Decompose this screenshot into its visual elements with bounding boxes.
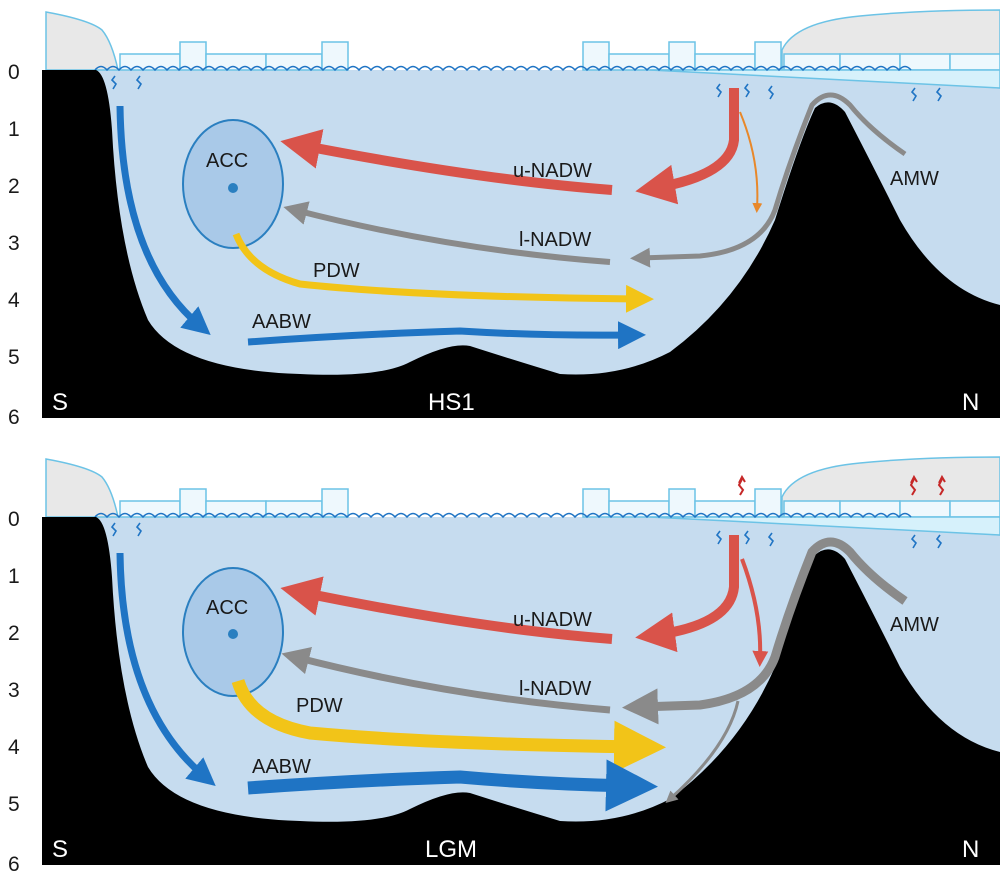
depth-tick: 5 [8,793,20,816]
amw-label: AMW [890,168,939,190]
aabw-label: AABW [252,756,311,778]
pdw-label: PDW [296,695,343,717]
amw-l-nadw-arrow [622,537,908,725]
mixing-arrow [740,558,769,667]
depth-axis-bottom: 0 1 2 3 4 5 6 [8,508,20,876]
mixing-arrow [739,111,763,213]
depth-tick: 4 [8,289,20,312]
aabw-arrow [247,759,658,812]
north-label: N [962,836,979,863]
l-nadw-label: l-NADW [519,229,591,251]
acc-label: ACC [206,597,248,619]
pdw-arrow [231,678,666,773]
panel-title: HS1 [428,389,475,416]
north-label: N [962,389,979,416]
u-nadw-sink-arrow [635,88,739,205]
u-nadw-arrow [280,576,613,644]
aabw-sink-arrow [116,105,211,336]
aabw-label: AABW [252,311,311,333]
depth-tick: 1 [8,565,20,588]
u-nadw-sink-arrow [635,535,739,653]
panel-lgm: ACC u-NADW l-NADW PDW AABW AMW S LGM N [41,456,1000,866]
acc-dot [228,629,238,639]
l-nadw-label: l-NADW [519,678,591,700]
acc-dot [228,183,238,193]
depth-tick: 5 [8,346,20,369]
depth-tick: 6 [8,853,20,876]
south-label: S [52,836,68,863]
u-nadw-label: u-NADW [513,160,592,182]
u-nadw-arrow [280,129,613,195]
acc-label: ACC [206,150,248,172]
depth-axis-top: 0 1 2 3 4 5 6 [8,61,20,429]
south-label: S [52,389,68,416]
aabw-sink-arrow [116,552,216,787]
depth-tick: 6 [8,406,20,429]
amw-l-nadw-arrow [630,92,907,268]
l-nadw-arrow [283,201,611,265]
panel-title: LGM [425,836,477,863]
l-nadw-arrow [281,646,611,714]
pdw-arrow [232,232,654,313]
aabw-arrow [247,321,646,350]
depth-tick: 4 [8,736,20,759]
depth-tick: 1 [8,118,20,141]
u-nadw-label: u-NADW [513,609,592,631]
panel-hs1: ACC u-NADW l-NADW PDW AABW AMW S HS1 N [41,9,1000,419]
depth-tick: 3 [8,679,20,702]
depth-tick: 2 [8,175,20,198]
depth-tick: 3 [8,232,20,255]
meltwater-icons [737,474,946,496]
depth-tick: 0 [8,508,20,531]
amw-label: AMW [890,614,939,636]
deep-return-arrow [665,700,740,804]
pdw-label: PDW [313,260,360,282]
depth-tick: 0 [8,61,20,84]
depth-tick: 2 [8,622,20,645]
